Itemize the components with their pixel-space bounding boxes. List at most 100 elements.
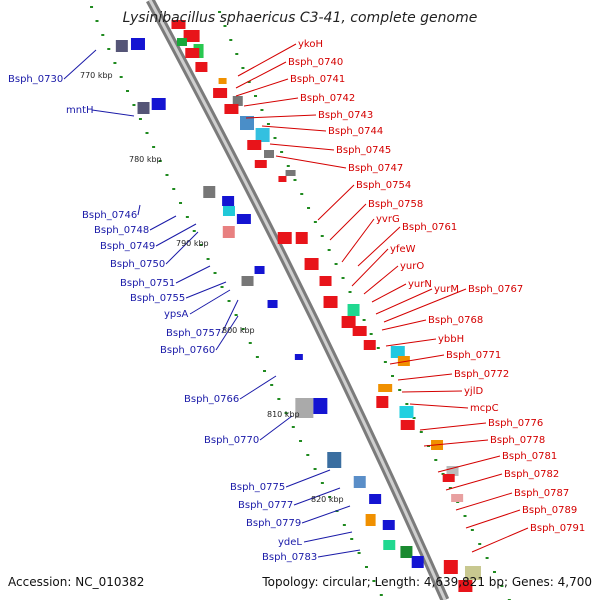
gene-label-left: Bsph_0751 [120, 278, 175, 289]
left-gene-labels: Bsph_0730mntHBsph_0746Bsph_0748Bsph_0749… [8, 74, 317, 563]
gene-label-right: ykoH [298, 39, 323, 50]
gene-feature [277, 232, 292, 244]
gc-tick [412, 417, 416, 419]
gc-tick [241, 67, 245, 69]
gene-label-left: Bsph_0760 [160, 345, 215, 356]
gc-tick [376, 347, 380, 349]
connector-line [317, 184, 355, 221]
connector-line [471, 527, 529, 553]
connector-line [371, 283, 407, 303]
gc-tick [113, 62, 117, 64]
gene-label-right: yjlD [464, 386, 483, 397]
connector-line [275, 155, 347, 169]
gene-feature [304, 258, 319, 270]
gc-tick [248, 342, 252, 344]
connector-line [91, 109, 135, 117]
gc-tick [299, 440, 303, 442]
connector-line [221, 299, 239, 334]
gc-tick [364, 566, 368, 568]
gene-feature [341, 316, 356, 328]
gene-feature [378, 384, 393, 392]
connector-line [437, 455, 501, 473]
gene-label-left: Bsph_0748 [94, 225, 149, 236]
gene-feature [390, 346, 405, 358]
gene-label-right: Bsph_0771 [446, 350, 501, 361]
gene-feature [327, 452, 342, 468]
gene-feature [222, 226, 235, 238]
gc-tick [284, 412, 288, 414]
connector-line [383, 288, 467, 323]
gene-label-right: Bsph_0768 [428, 315, 483, 326]
gc-tick [227, 300, 231, 302]
gene-feature [295, 232, 308, 244]
gene-feature [319, 276, 332, 286]
gc-tick [286, 165, 290, 167]
gc-tick [313, 221, 317, 223]
gene-label-right: yurN [408, 279, 432, 290]
connector-line [341, 218, 375, 263]
gene-label-right: Bsph_0776 [488, 418, 543, 429]
gene-label-right: Bsph_0742 [300, 93, 355, 104]
gc-tick [320, 235, 324, 237]
gc-tick [145, 132, 149, 134]
connector-line [401, 390, 463, 393]
gc-tick [241, 328, 245, 330]
map-title: Lysinibacillus sphaericus C3-41, complet… [123, 10, 478, 26]
gc-tick [379, 594, 383, 596]
gc-tick [138, 118, 142, 120]
connector-line [423, 439, 489, 447]
connector-line [137, 204, 141, 216]
gene-label-right: Bsph_0772 [454, 369, 509, 380]
gene-feature [222, 206, 235, 216]
gc-tick [291, 426, 295, 428]
gene-feature [313, 398, 328, 414]
connector-line [149, 215, 177, 231]
gene-label-right: Bsph_0761 [402, 222, 457, 233]
gene-label-right: mcpC [470, 403, 499, 414]
gc-tick [126, 90, 130, 92]
gc-tick [263, 370, 267, 372]
gc-tick [119, 76, 123, 78]
gene-label-right: Bsph_0767 [468, 284, 523, 295]
gc-tick [218, 11, 222, 13]
gc-tick [152, 146, 156, 148]
connector-line [215, 315, 239, 351]
gene-label-left: Bsph_0746 [82, 210, 137, 221]
gene-feature [137, 102, 150, 114]
connector-line [409, 403, 469, 409]
connector-line [445, 473, 503, 491]
gene-feature [294, 354, 303, 360]
gc-tick [348, 291, 352, 293]
gc-tick [179, 202, 183, 204]
gc-tick [270, 384, 274, 386]
connector-line [235, 78, 289, 97]
connector-line [303, 531, 353, 543]
connector-line [185, 281, 227, 299]
genome-summary-text: Topology: circular; Length: 4,639,821 bp… [261, 575, 592, 589]
gene-label-left: mntH [66, 105, 94, 116]
gc-tick [372, 580, 376, 582]
connector-line [351, 248, 389, 287]
gene-feature [264, 150, 275, 158]
gc-tick [383, 361, 387, 363]
gc-tick [277, 398, 281, 400]
gc-tick [213, 272, 217, 274]
gene-feature [240, 116, 255, 130]
connector-line [165, 231, 199, 265]
gene-feature [443, 560, 458, 574]
gc-tick [255, 356, 259, 358]
connector-line [155, 223, 197, 247]
connector-line [293, 487, 341, 506]
gc-tick [247, 81, 251, 83]
gc-tick [90, 6, 94, 8]
gene-label-right: ybbH [438, 334, 464, 345]
connector-line [357, 226, 401, 267]
genome-backbone [146, 0, 450, 600]
gc-tick [300, 193, 304, 195]
gene-label-left: Bsph_0775 [230, 482, 285, 493]
gene-feature [347, 304, 360, 316]
gc-tick [362, 319, 366, 321]
gene-feature [171, 20, 186, 29]
gc-tick [357, 552, 361, 554]
accession-text: Accession: NC_010382 [8, 575, 144, 589]
